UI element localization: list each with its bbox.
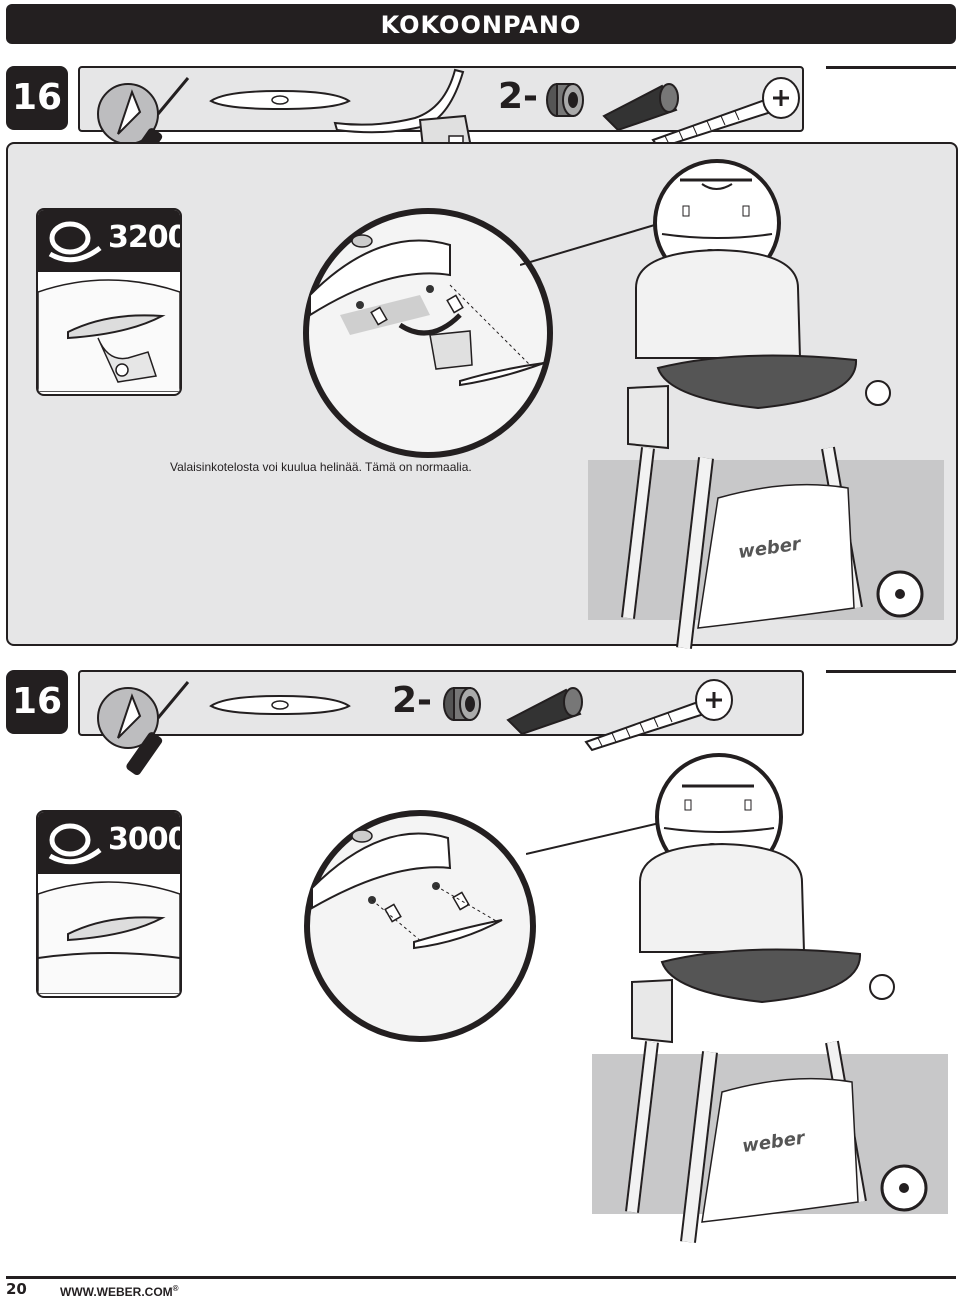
weber-q-grill-drawing: weber	[592, 842, 948, 1243]
parts-bar-2	[78, 670, 804, 736]
step-number-1: 16	[6, 66, 68, 130]
lid-handle-part-icon	[209, 89, 351, 111]
handle-assembly-detail-circle	[304, 810, 536, 1042]
callout-connector-line	[526, 821, 665, 855]
grill-closeup-drawing	[38, 279, 180, 392]
model-number: 3200	[108, 220, 182, 255]
weber-q-grill-drawing: weber	[588, 248, 944, 649]
quantity-label-2: 2-	[392, 680, 432, 721]
website-url: WWW.WEBER.COM	[60, 1285, 173, 1299]
bolt-icon	[651, 77, 800, 150]
q-logo-icon	[48, 823, 102, 865]
model-badge-3200: 3200	[36, 208, 182, 396]
sleeve-icon	[602, 83, 679, 132]
callout-connector-line	[520, 223, 659, 266]
sleeve-icon	[506, 687, 583, 736]
step-number-2: 16	[6, 670, 68, 734]
spacer-icon	[443, 687, 481, 721]
page-number: 20	[6, 1280, 27, 1298]
step-number-text: 16	[11, 681, 63, 722]
footer-rule	[6, 1276, 956, 1279]
registered-mark: ®	[172, 1284, 179, 1293]
model-number: 3000	[108, 822, 182, 857]
step-number-text: 16	[11, 77, 63, 118]
screwdriver-icon	[97, 681, 190, 776]
rule-line-1	[826, 66, 956, 69]
lid-handle-part-icon	[209, 694, 351, 716]
grill-closeup-drawing	[38, 881, 180, 994]
handle-assembly-detail-circle	[303, 208, 553, 458]
page-title: KOKOONPANO	[380, 11, 582, 39]
rule-line-2	[826, 670, 956, 673]
q-logo-icon	[48, 221, 102, 263]
model-badge-3000: 3000	[36, 810, 182, 998]
page-header: KOKOONPANO	[6, 4, 956, 44]
bolt-icon	[584, 679, 733, 752]
spacer-icon	[546, 83, 584, 117]
website-link[interactable]: WWW.WEBER.COM®	[60, 1284, 179, 1299]
step-note: Valaisinkotelosta voi kuulua helinää. Tä…	[170, 460, 472, 474]
quantity-label-1: 2-	[498, 76, 538, 117]
